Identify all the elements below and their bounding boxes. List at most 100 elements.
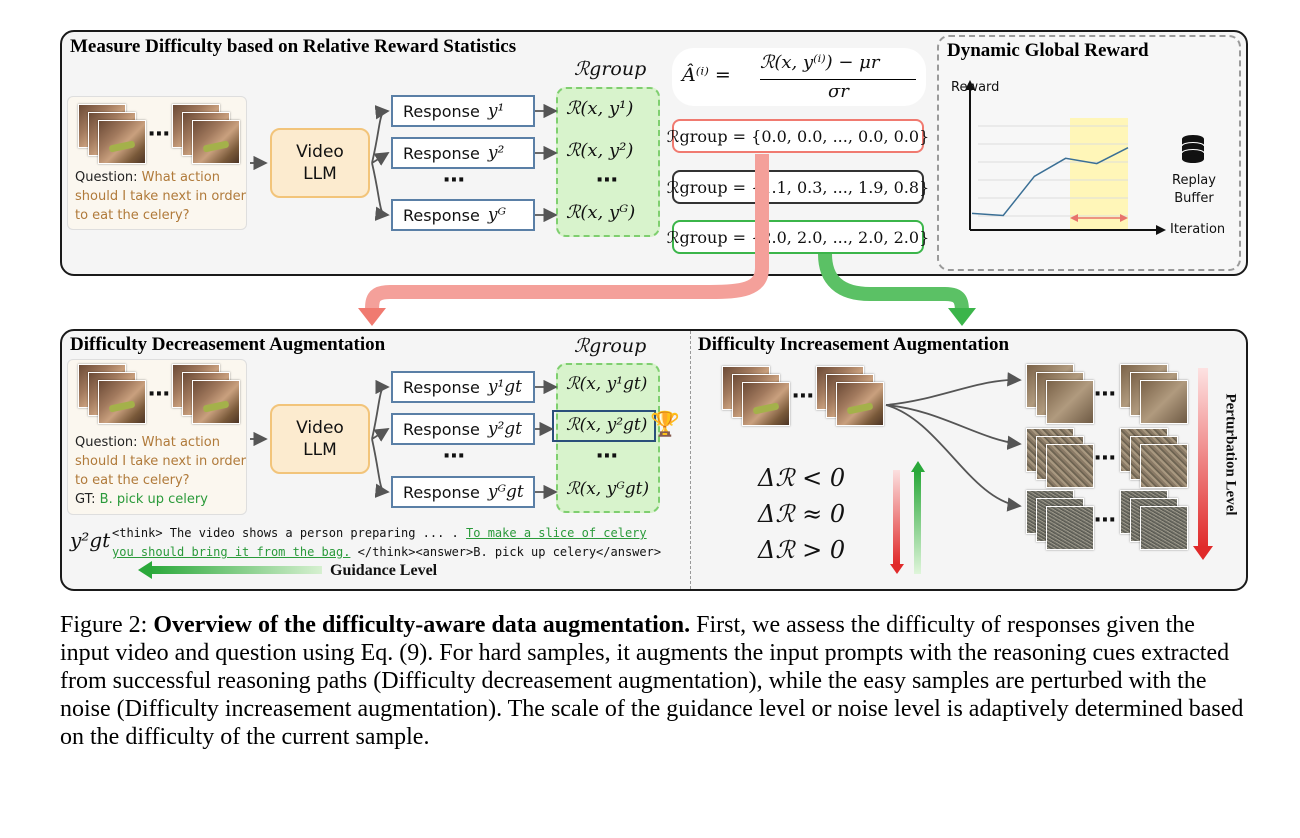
window-arrow-left [1070, 214, 1078, 222]
trophy-icon: 🏆 [650, 410, 680, 438]
frame-ellipsis: ⋯ [148, 122, 170, 147]
video-frame [192, 120, 240, 164]
frame-ellipsis: ⋯ [1094, 508, 1116, 533]
delta-zero: Δℛ ≈ 0 [758, 500, 846, 528]
reward-set-easy: ℛgroup = {2.0, 2.0, ..., 2.0, 2.0} [667, 220, 929, 254]
formula-denominator: σr [828, 81, 849, 102]
top-panel-title: Measure Difficulty based on Relative Rew… [70, 36, 517, 57]
database-icon [1180, 134, 1206, 168]
response-box: Response yᴳ [391, 199, 535, 231]
perturbed-frame-medium [1140, 444, 1188, 488]
llm-line1: Video [296, 142, 344, 162]
reward-set-hard: ℛgroup = {0.0, 0.0, ..., 0.0, 0.0} [667, 119, 929, 153]
decrease-title: Difficulty Decreasement Augmentation [70, 334, 386, 355]
gt-prefix: GT: [75, 492, 96, 507]
question-text: Question: What action should I take next… [75, 168, 247, 225]
response-box: Response y² [391, 137, 535, 169]
trace-label: y²gt [70, 528, 111, 552]
llm-line2: LLM [303, 440, 337, 460]
video-frame [98, 120, 146, 164]
video-frame [98, 380, 146, 424]
group-label: ℛgroup [574, 335, 647, 357]
window-arrow-right [1120, 214, 1128, 222]
reward-axis-label: Reward [951, 80, 1000, 95]
trace-cue: To make a slice of celery you should bri… [112, 526, 647, 559]
group-label: ℛgroup [574, 58, 647, 80]
reward-item: ℛ(x, y²gt) [566, 415, 648, 435]
perturbation-level-label: Perturbation Level [1222, 393, 1239, 516]
reward-item: ℛ(x, yᴳ) [566, 202, 636, 223]
reward-chart [965, 80, 1166, 235]
iteration-axis-label: Iteration [1170, 222, 1226, 237]
response-label: Response [403, 205, 480, 225]
frame-ellipsis: ⋯ [1094, 446, 1116, 471]
response-label: Response [403, 143, 480, 163]
reward-series-line [971, 147, 1129, 217]
response-symbol: y² [487, 143, 505, 163]
reward-item: ℛ(x, y²) [566, 140, 634, 161]
reward-group-box [556, 87, 660, 237]
response-ellipsis: ⋯ [443, 444, 465, 469]
question-text: Question: What action should I take next… [75, 433, 247, 509]
perturbed-frame-medium [1046, 444, 1094, 488]
perturbed-frame-heavy [1046, 506, 1094, 550]
caption-label: Figure 2: [60, 612, 154, 638]
caption-bold: Overview of the difficulty-aware data au… [153, 612, 691, 638]
perturbed-frame-light [1046, 380, 1094, 424]
buffer-line1: Replay [1172, 173, 1216, 188]
guidance-level-label: Guidance Level [330, 562, 438, 579]
response-symbol: yᴳ [487, 205, 506, 225]
response-label: Response [403, 419, 480, 439]
response-symbol: y²gt [487, 419, 522, 439]
formula-numerator: ℛ(x, y⁽ⁱ⁾) − μr [760, 52, 880, 73]
question-body: What action should I take next in order … [75, 170, 247, 223]
y-axis-arrow [965, 80, 975, 90]
formula-lhs: Â⁽ⁱ⁾ = [682, 64, 731, 86]
llm-line2: LLM [303, 164, 337, 184]
perturbed-frame-light [1140, 380, 1188, 424]
guidance-arrow [150, 566, 322, 574]
reward-set-medium: ℛgroup = {1.1, 0.3, ..., 1.9, 0.8} [667, 170, 929, 204]
video-frame [836, 382, 884, 426]
frame-ellipsis: ⋯ [792, 384, 814, 409]
top-flow-arrows [250, 103, 976, 326]
green-up-arrow-head [911, 461, 925, 472]
question-prefix: Question: [75, 435, 138, 450]
x-axis-arrow [1156, 225, 1166, 235]
response-symbol: yᴳgt [487, 482, 524, 502]
caption-text: First, we assess the difficulty of respo… [60, 612, 1244, 750]
video-frame [742, 382, 790, 426]
red-down-arrow-head [890, 564, 904, 574]
perturbed-frame-heavy [1140, 506, 1188, 550]
reward-item: ℛ(x, y¹) [566, 98, 634, 119]
trace-pre: <think> The video shows a person prepari… [112, 526, 467, 540]
llm-line1: Video [296, 418, 344, 438]
buffer-line2: Buffer [1174, 191, 1214, 206]
delta-positive: Δℛ > 0 [758, 536, 846, 564]
response-ellipsis: ⋯ [443, 168, 465, 193]
replay-buffer-label: Replay Buffer [1172, 172, 1216, 208]
bottom-flow-arrows [250, 379, 558, 500]
reward-item: ℛ(x, y¹gt) [566, 374, 648, 394]
reward-item: ℛ(x, yᴳgt) [566, 479, 650, 499]
question-body: What action should I take next in order … [75, 435, 247, 488]
global-reward-title: Dynamic Global Reward [947, 40, 1149, 61]
red-down-arrow [893, 470, 900, 564]
response-label: Response [403, 377, 480, 397]
delta-negative: Δℛ < 0 [758, 464, 846, 492]
highlight-window [1070, 118, 1128, 230]
green-up-arrow [914, 472, 921, 574]
response-symbol: y¹ [487, 101, 505, 121]
reward-ellipsis: ⋯ [596, 168, 618, 193]
advantage-formula: Â⁽ⁱ⁾ = ℛ(x, y⁽ⁱ⁾) − μr σr [672, 48, 926, 106]
reward-group-box [556, 363, 660, 513]
perturbation-arrow [1198, 368, 1208, 548]
question-prefix: Question: [75, 170, 138, 185]
reasoning-trace: <think> The video shows a person prepari… [112, 524, 672, 562]
chart-gridlines [978, 125, 1128, 217]
increase-title: Difficulty Increasement Augmentation [698, 334, 1010, 355]
